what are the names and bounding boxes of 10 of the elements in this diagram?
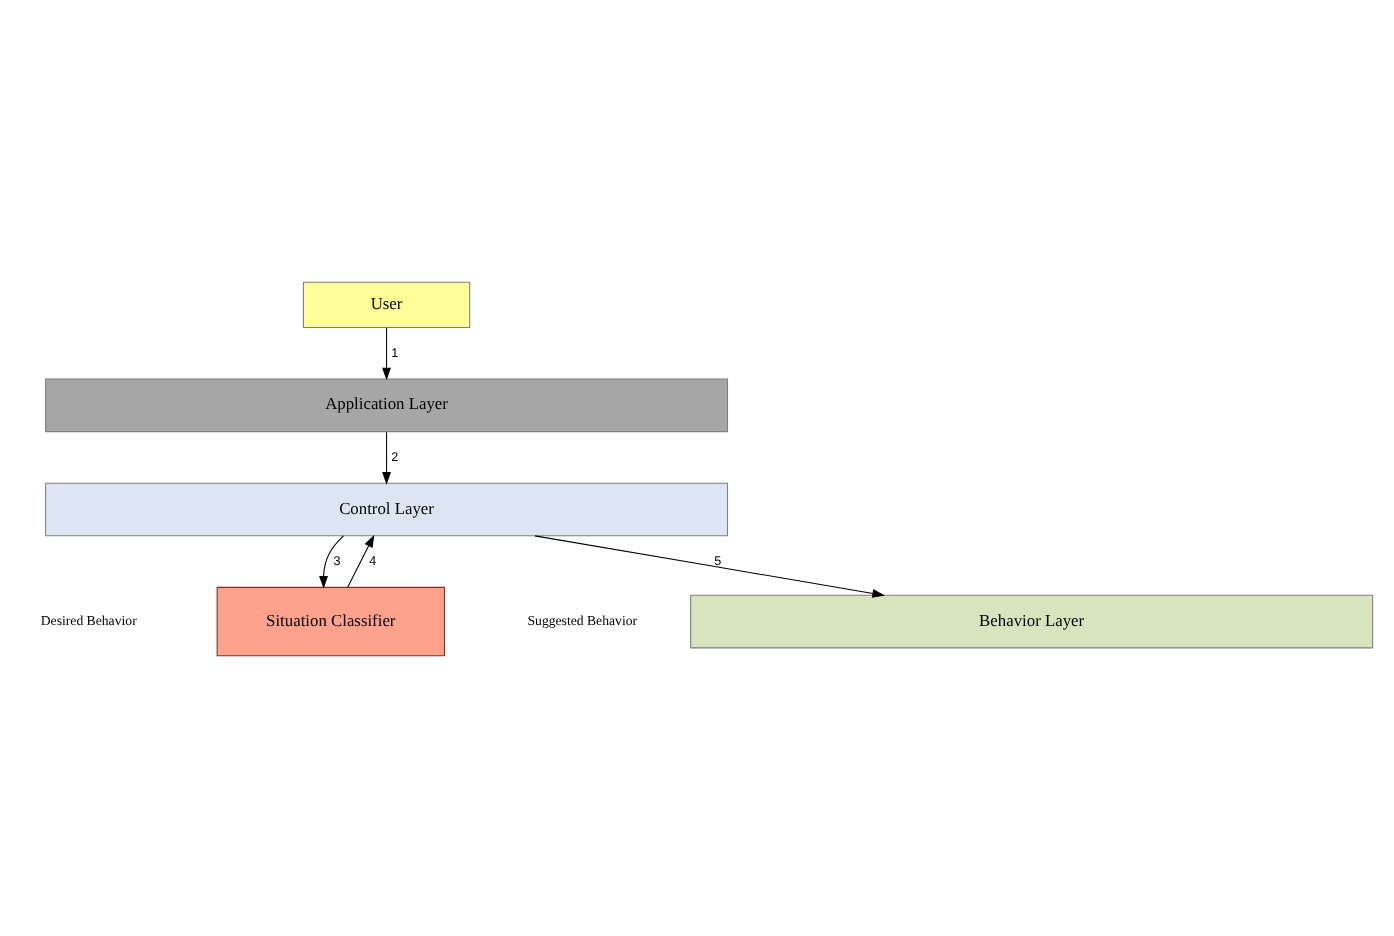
arrow bbox=[382, 430, 391, 484]
arrow bbox=[382, 326, 391, 380]
node-box: Control Layer bbox=[45, 481, 729, 536]
node-box: Situation Classifier bbox=[216, 585, 445, 656]
arrow bbox=[534, 534, 885, 597]
node-box: Behavior Layer bbox=[690, 593, 1374, 648]
node-box: User bbox=[302, 280, 471, 327]
node-box: Application Layer bbox=[45, 377, 729, 432]
arrow bbox=[347, 533, 375, 587]
arrow bbox=[319, 534, 345, 588]
